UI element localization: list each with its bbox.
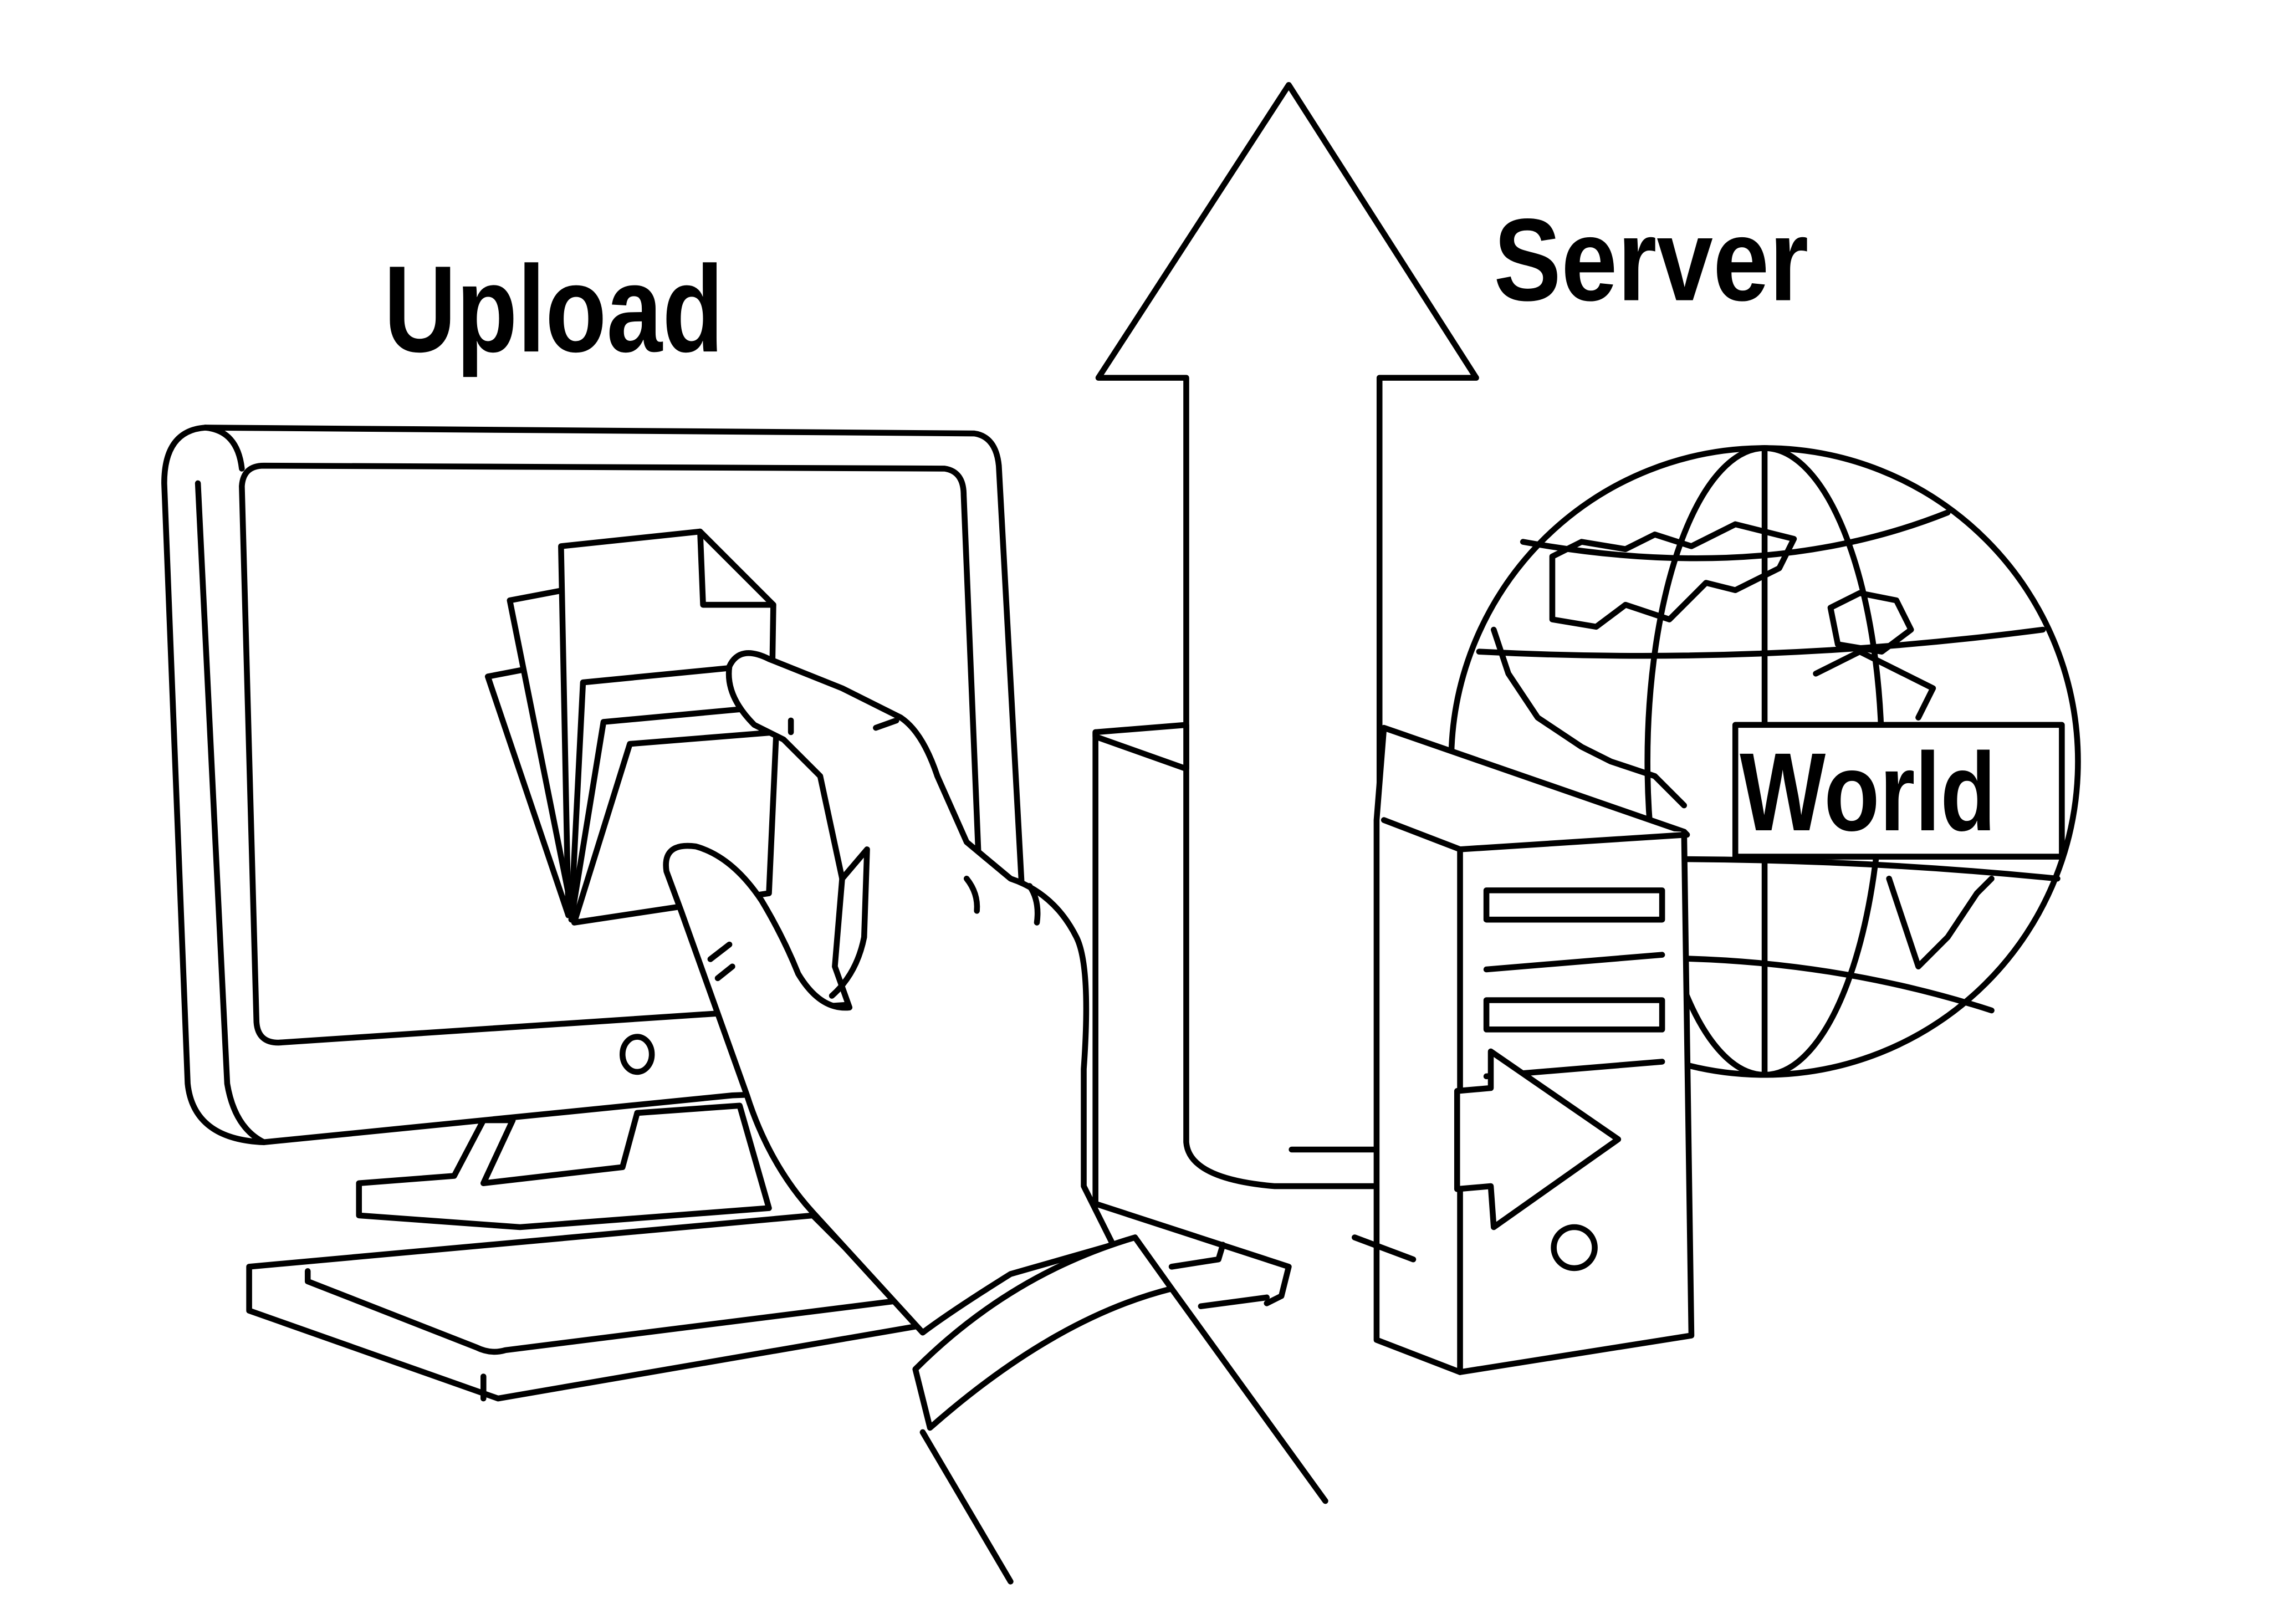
server-power-button xyxy=(1551,1224,1598,1271)
hand xyxy=(663,650,1328,1585)
upload-arrow xyxy=(1095,81,1479,1226)
world-label: World xyxy=(1740,729,1996,854)
server-label: Server xyxy=(1494,195,1808,325)
upload-label: Upload xyxy=(384,241,724,378)
monitor-power-button xyxy=(620,1034,655,1075)
documents-icon xyxy=(484,528,779,926)
server-tower xyxy=(1352,724,1695,1375)
keyboard xyxy=(246,1212,926,1402)
